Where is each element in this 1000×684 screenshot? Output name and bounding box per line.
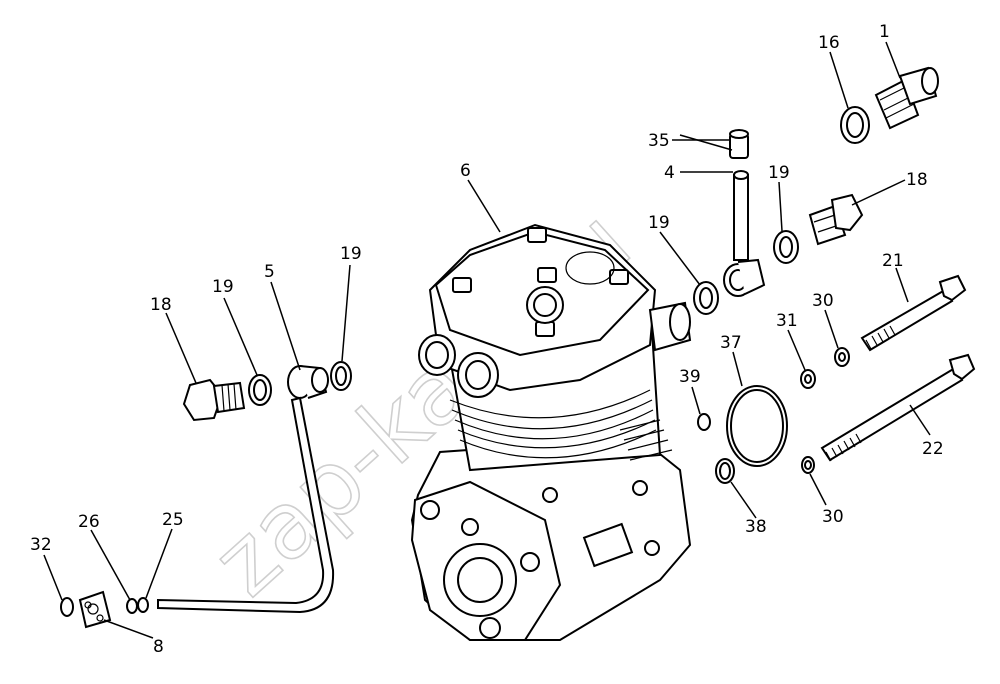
callout-19-mid: 19: [648, 213, 670, 233]
upper-right-assembly: [693, 66, 939, 315]
callout-4: 4: [664, 163, 675, 183]
compressor-assembly: [410, 223, 692, 641]
callout-19-left: 19: [212, 277, 234, 297]
callout-18-right: 18: [906, 170, 928, 190]
callout-21: 21: [882, 251, 904, 271]
callout-8: 8: [153, 637, 164, 657]
callout-16: 16: [818, 33, 840, 53]
callout-1: 1: [879, 22, 890, 42]
callout-30-bottom: 30: [822, 507, 844, 527]
callout-19-right-washer: 19: [340, 244, 362, 264]
callout-22: 22: [922, 439, 944, 459]
callout-37: 37: [720, 333, 742, 353]
callout-32: 32: [30, 535, 52, 555]
callout-35: 35: [648, 131, 670, 151]
callout-18-left: 18: [150, 295, 172, 315]
callout-31: 31: [776, 311, 798, 331]
callout-19-top: 19: [768, 163, 790, 183]
callout-6: 6: [460, 161, 471, 181]
callout-labels: 1 16 35 4 19 18 6 19 21 19 5 19 18 37 31…: [30, 22, 944, 657]
callout-25: 25: [162, 510, 184, 530]
right-fasteners: [697, 274, 976, 484]
callout-38: 38: [745, 517, 767, 537]
left-banjo-assembly: [60, 361, 352, 629]
callout-26: 26: [78, 512, 100, 532]
callout-30-top: 30: [812, 291, 834, 311]
leader-lines: [43, 41, 931, 639]
callout-39: 39: [679, 367, 701, 387]
callout-5: 5: [264, 262, 275, 282]
